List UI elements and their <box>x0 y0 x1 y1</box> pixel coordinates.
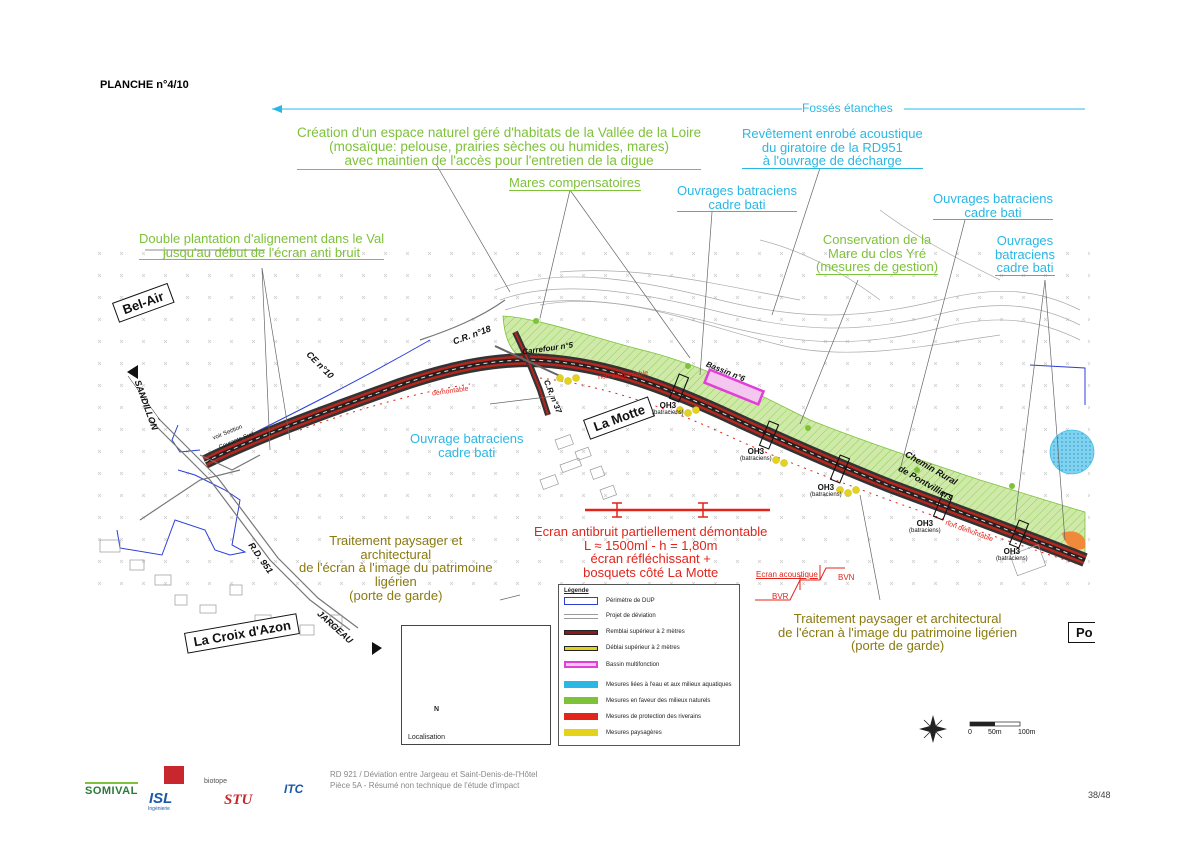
logo-isl: ISL <box>149 790 173 807</box>
section-bvr: BVR <box>772 592 789 601</box>
logo-itc: ITC <box>284 782 304 796</box>
annotation-ecran: Ecran antibruit partiellement démontable… <box>534 524 768 580</box>
oh3-label: OH3(batraciens) <box>909 519 941 535</box>
logo-somival: SOMIVAL <box>85 782 138 797</box>
oh3-label: OH3(batraciens) <box>996 547 1028 563</box>
annotation-traitement-gauche: Traitement paysager et architectural de … <box>299 533 493 603</box>
fosses-arrow <box>272 105 1085 113</box>
logo-stu: STU <box>224 792 253 808</box>
buildings-la-motte <box>539 434 1047 577</box>
annotation-mares: Mares compensatoires <box>509 175 641 191</box>
logo-red-square <box>164 766 184 784</box>
legend-item: Projet de déviation <box>564 613 656 619</box>
legend-label: Déblai supérieur à 2 mètres <box>606 645 680 651</box>
oh3-boxes <box>668 373 1030 549</box>
legend-label: Projet de déviation <box>606 613 656 619</box>
section-bvn: BVN <box>838 573 855 582</box>
north-arrow <box>919 715 947 743</box>
place-po: Po <box>1068 622 1095 643</box>
legend-label: Mesures de protection des riverains <box>606 713 702 720</box>
leader-lines <box>145 163 1066 601</box>
annotation-ouvrages-3: Ouvrages batraciens cadre bati <box>995 233 1055 276</box>
footer-caption: RD 921 / Déviation entre Jargeau et Sain… <box>330 770 538 790</box>
legend-swatch <box>564 697 598 704</box>
legend-label: Mesures paysagères <box>606 729 662 736</box>
water-area <box>1049 429 1095 475</box>
annotation-traitement-droite: Traitement paysager et architectural de … <box>778 611 1018 654</box>
dike-contours <box>494 209 1081 353</box>
legend-swatch <box>564 645 598 651</box>
cr37-road <box>494 330 561 416</box>
legend-label: Remblai supérieur à 2 mètres <box>606 629 685 635</box>
annotation-revetement: Revêtement enrobé acoustique du giratoir… <box>742 126 923 169</box>
scale-bar <box>969 721 1021 727</box>
section-diagram <box>755 565 845 601</box>
inset-label: Localisation <box>408 734 445 741</box>
legend-item: Mesures liées à l'eau et aux milieux aqu… <box>564 681 732 688</box>
legend-item: Mesures paysagères <box>564 729 662 736</box>
legend-swatch <box>564 661 598 668</box>
legend-swatch <box>564 597 598 605</box>
noise-screen-line <box>299 377 1081 566</box>
west-roads <box>139 299 506 631</box>
logo-biotope: biotope <box>204 778 227 785</box>
annotation-ouvrages-1: Ouvrages batraciens cadre bati <box>677 183 797 213</box>
arrow-sandillon <box>127 365 138 379</box>
bosquets <box>556 374 860 497</box>
scale-label-100: 100m <box>1018 729 1036 736</box>
legend-swatch <box>564 629 598 635</box>
logo-isl-sub: Ingénierie <box>148 806 170 812</box>
ecran-symbol <box>585 502 770 518</box>
legend-title: Légende <box>564 588 589 594</box>
inset-north: N <box>434 706 440 713</box>
oh3-label: OH3(batraciens) <box>740 447 772 463</box>
legend-swatch <box>564 713 598 720</box>
oh3-label: OH3(batraciens) <box>652 401 684 417</box>
legend: Légende Périmètre de DUP Projet de déviat… <box>558 584 740 746</box>
scale-label-50: 50m <box>988 729 1002 736</box>
bassin-6 <box>702 368 766 406</box>
legend-label: Bassin multifonction <box>606 661 660 668</box>
annotation-ouvrages-2: Ouvrages batraciens cadre bati <box>933 191 1053 221</box>
legend-swatch <box>564 729 598 736</box>
annotation-ouvrage-batraciens-bas: Ouvrage batraciens cadre bati <box>410 431 524 460</box>
legend-item: Mesures en faveur des milieux naturels <box>564 697 710 704</box>
legend-item: Périmètre de DUP <box>564 597 655 605</box>
legend-item: Bassin multifonction <box>564 661 659 668</box>
legend-label: Périmètre de DUP <box>606 598 655 604</box>
section-ecran-acoustique: Ecran acoustique <box>756 570 818 579</box>
annotation-double-plantation: Double plantation d'alignement dans le V… <box>139 231 385 261</box>
legend-swatch <box>564 681 598 688</box>
legend-label: Mesures en faveur des milieux naturels <box>606 697 711 704</box>
planche-title: PLANCHE n°4/10 <box>100 79 189 91</box>
legend-label: Mesures liées à l'eau et aux milieux aqu… <box>606 681 732 688</box>
page-number: 38/48 <box>1088 790 1111 800</box>
orange-patch <box>1062 531 1086 550</box>
scale-label-0: 0 <box>968 729 972 736</box>
dup-perimeter <box>116 339 1086 556</box>
annotation-conservation: Conservation de la Mare du clos Yré (mes… <box>816 232 939 275</box>
legend-item: Mesures de protection des riverains <box>564 713 701 720</box>
oh3-label: OH3(batraciens) <box>810 483 842 499</box>
arrow-jargeau <box>372 642 382 655</box>
inset-map: Localisation N <box>401 625 551 745</box>
annotation-espace-naturel: Création d'un espace naturel géré d'habi… <box>297 125 702 170</box>
fosses-label: Fossés étanches <box>802 101 893 115</box>
legend-item: Déblai supérieur à 2 mètres <box>564 645 680 651</box>
mares-compensatoires <box>533 318 1015 489</box>
legend-swatch <box>564 613 598 619</box>
legend-item: Remblai supérieur à 2 mètres <box>564 629 685 635</box>
main-road <box>201 352 1088 567</box>
